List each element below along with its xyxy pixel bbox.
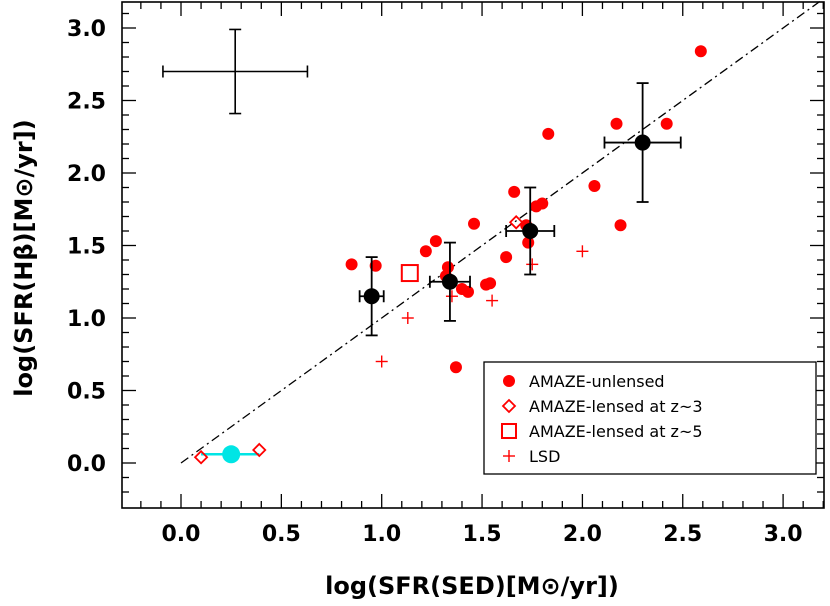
typical-error-bar	[162, 28, 309, 115]
unlensed-point	[536, 197, 549, 210]
x-tick-label: 1.0	[362, 522, 401, 547]
lsd-point	[526, 258, 539, 271]
lensed-z3-point	[508, 215, 524, 230]
y-tick-label: 1.5	[67, 235, 106, 260]
legend-marker	[503, 375, 515, 387]
legend-marker	[503, 450, 515, 462]
y-tick-label: 2.0	[67, 162, 106, 187]
unlensed-point	[468, 217, 481, 230]
plot-border	[121, 1, 825, 509]
unlensed-point	[508, 185, 521, 198]
x-tick-label: 0.5	[262, 522, 301, 547]
axis-ticks: 0.0 0.5 1.0 1.5 2.0 2.5 3.0 0.0 0.5 1.0 1.5 2.0 2.5 3…	[67, 2, 824, 547]
unlensed-point	[449, 361, 462, 374]
unlensed-point	[522, 236, 535, 249]
x-axis-label: log(SFR(SED)[M⊙/yr])	[325, 572, 619, 600]
unlensed-point	[500, 251, 513, 264]
legend-label: LSD	[529, 447, 560, 466]
y-tick-label: 0.5	[67, 380, 106, 405]
lsd-point	[445, 290, 458, 303]
legend-box	[483, 361, 817, 475]
x-tick-label: 2.0	[563, 522, 602, 547]
lsd-point	[375, 355, 388, 368]
unlensed-point	[484, 277, 497, 290]
unlensed-point	[419, 245, 432, 258]
lsd-point	[486, 294, 499, 307]
unlensed-point	[462, 285, 475, 298]
lensed-z5-point	[400, 264, 419, 283]
data-markers	[193, 45, 707, 465]
y-tick-label: 1.0	[67, 307, 106, 332]
binned-mean-error-bar	[428, 241, 471, 322]
typical-error-cross	[162, 28, 309, 115]
lensed-z3-point	[252, 442, 267, 458]
x-tick-label: 2.5	[663, 522, 702, 547]
y-tick-label: 2.5	[67, 90, 106, 115]
binned-mean-point	[363, 288, 380, 305]
legend-label: AMAZE-lensed at z~3	[529, 397, 703, 416]
x-tick-label: 1.5	[463, 522, 502, 547]
x-tick-label: 0.0	[162, 522, 201, 547]
reference-line	[180, 0, 823, 464]
lensed-z3-point	[193, 449, 209, 465]
y-tick-label: 3.0	[67, 17, 106, 42]
unlensed-point	[441, 261, 454, 274]
x-tick-label: 3.0	[764, 522, 803, 547]
lensed-mean-point	[222, 445, 241, 464]
unlensed-point	[694, 45, 707, 58]
lsd-point	[576, 245, 589, 258]
unlensed-point	[369, 259, 382, 272]
legend-label: AMAZE-unlensed	[529, 372, 665, 391]
binned-mean-error-bar	[505, 186, 556, 276]
binned-mean-point	[522, 223, 539, 239]
unlensed-point	[660, 117, 673, 130]
one-to-one-line	[180, 0, 823, 464]
binned-mean-error-bar	[358, 256, 385, 337]
plot-frame	[121, 1, 825, 509]
legend-marker	[501, 423, 517, 439]
unlensed-point	[588, 180, 601, 193]
binned-mean-point	[634, 134, 651, 151]
y-tick-label: 0.0	[67, 452, 106, 477]
unlensed-point	[345, 258, 358, 271]
unlensed-point	[429, 235, 442, 248]
y-axis-label: log(SFR(Hβ)[M⊙/yr])	[10, 119, 38, 396]
legend-label: AMAZE-lensed at z~5	[529, 422, 703, 441]
binned-mean-point	[441, 273, 458, 290]
unlensed-point	[610, 117, 623, 130]
unlensed-point	[542, 127, 555, 140]
unlensed-point	[614, 219, 627, 232]
legend-marker	[501, 398, 517, 414]
lsd-point	[401, 312, 414, 324]
binned-mean-error-bar	[603, 82, 682, 203]
